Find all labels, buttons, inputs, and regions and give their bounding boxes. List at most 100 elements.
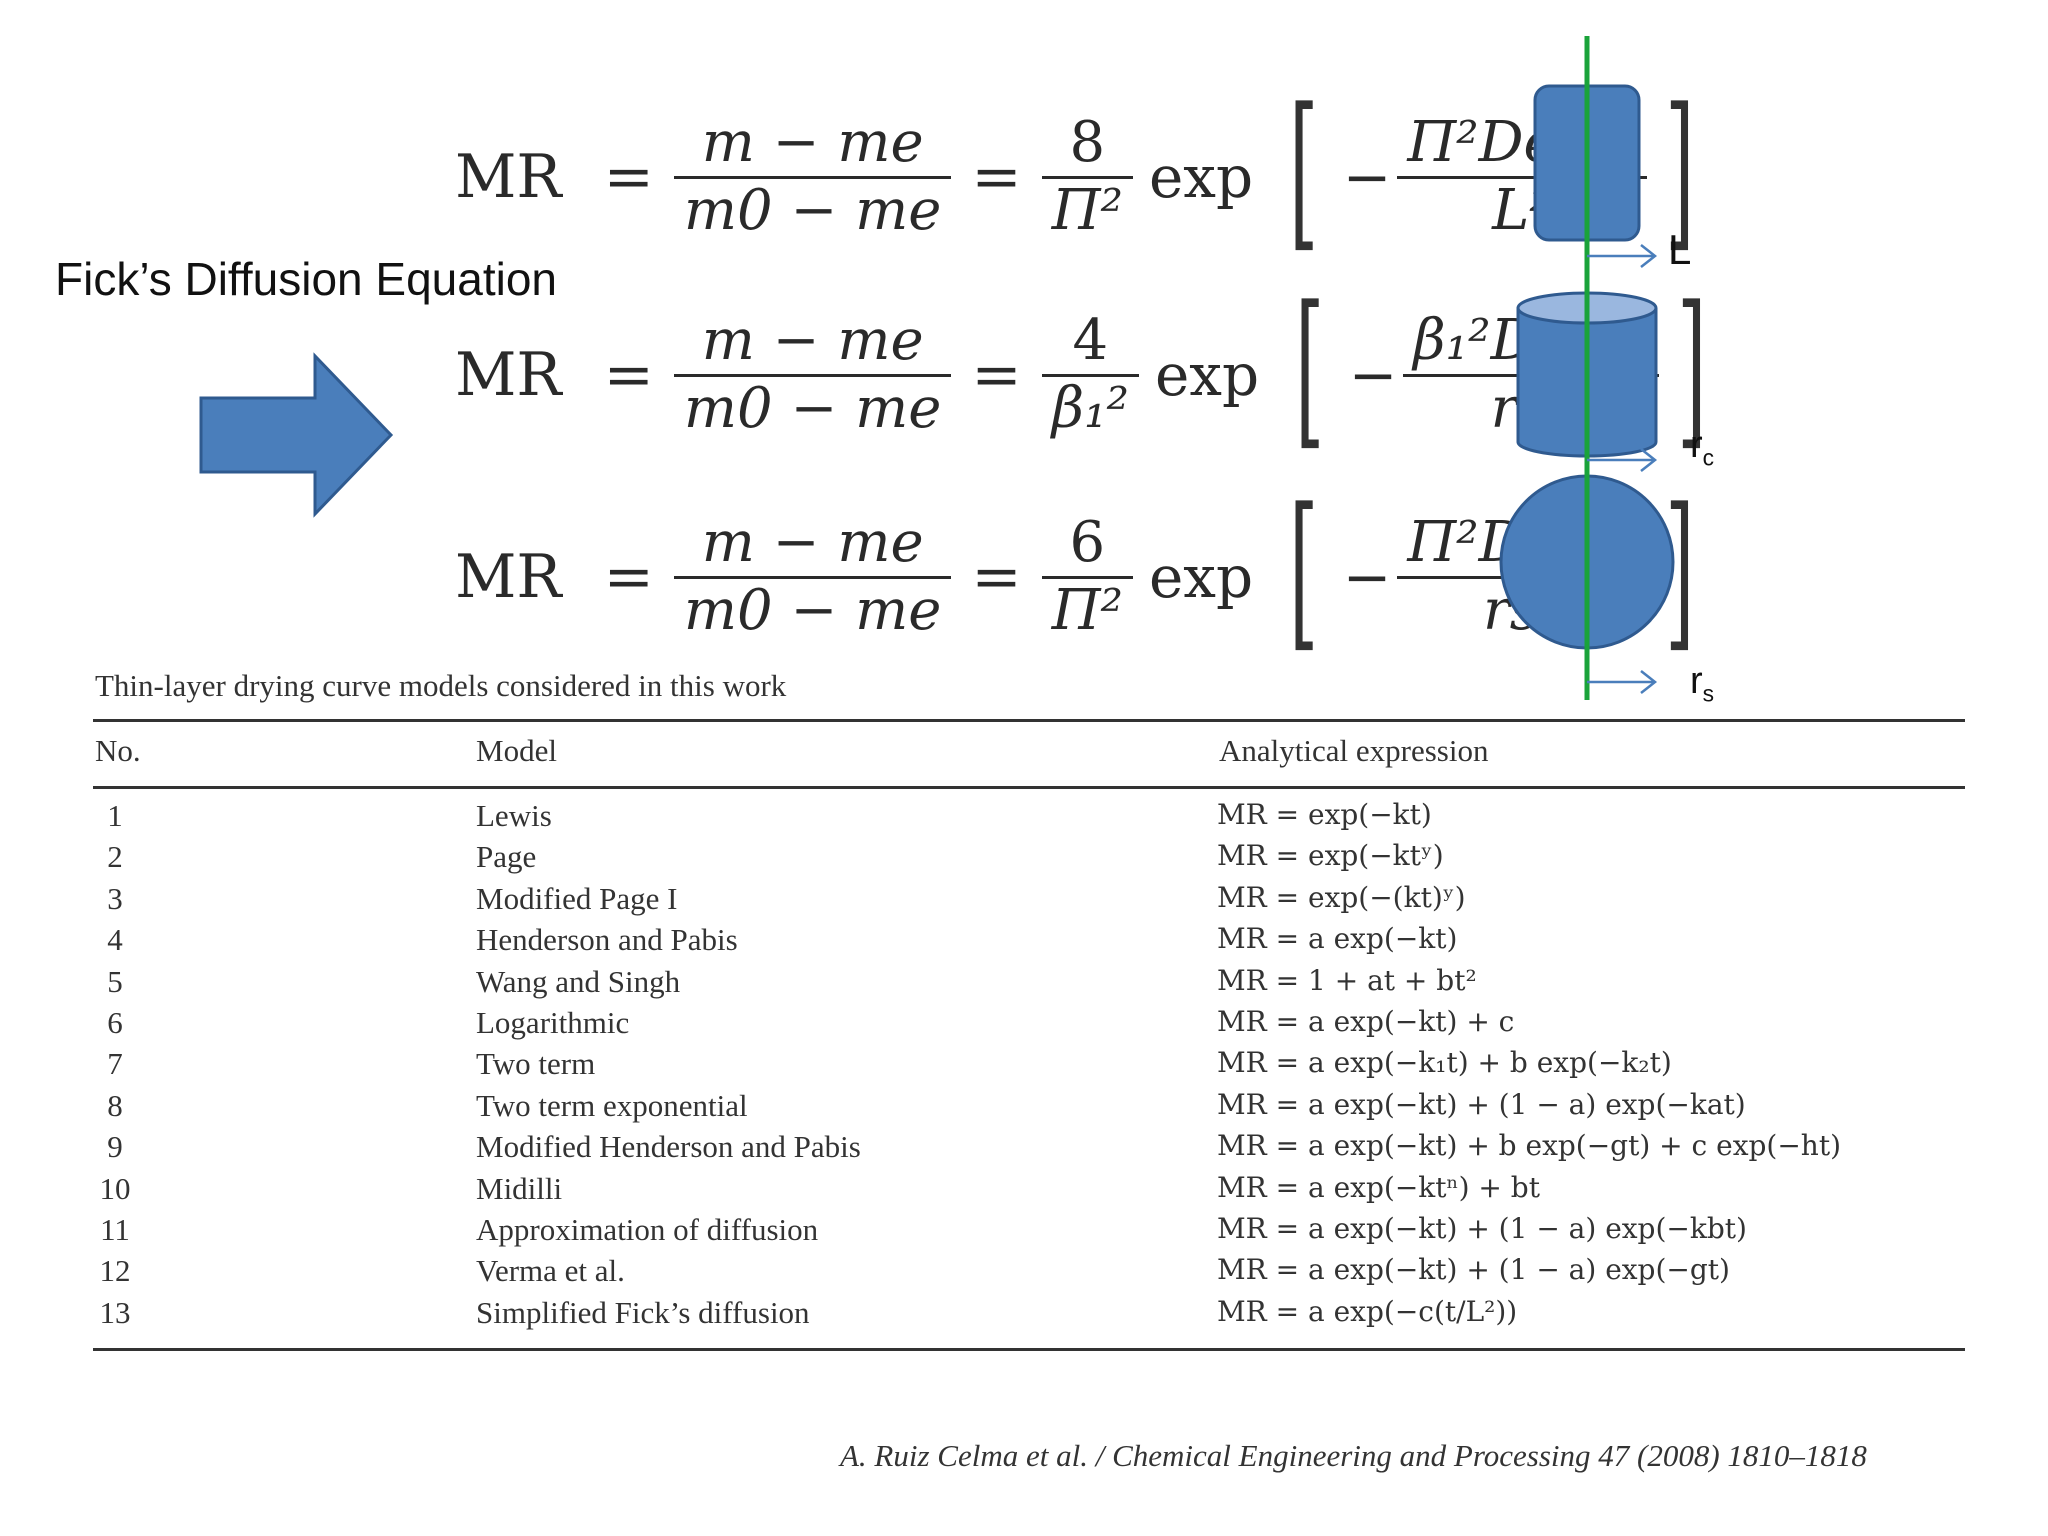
- minus-sign: −: [1342, 543, 1392, 611]
- row-number: 10: [99, 1170, 131, 1206]
- coefficient-denominator: β₁²: [1051, 375, 1129, 441]
- fraction-bar: [673, 373, 952, 377]
- equals-sign: =: [603, 142, 654, 212]
- equals-sign: =: [603, 542, 654, 612]
- row-number: 6: [107, 1004, 123, 1040]
- row-number: 5: [107, 963, 123, 999]
- left-bracket: [: [1289, 72, 1319, 268]
- equation-lhs: MR: [455, 142, 562, 212]
- equals-sign: =: [971, 542, 1022, 612]
- row-number: 1: [107, 798, 123, 833]
- table-row: 5 Wang and Singh MR = 1 + at + bt²: [0, 964, 2048, 1005]
- coefficient-denominator: Π²: [1051, 177, 1123, 243]
- header-model: Model: [476, 733, 557, 768]
- dimension-arrow-rs: [1587, 670, 1658, 694]
- fraction-numerator: m − me: [701, 308, 924, 374]
- analytical-expression: MR = a exp(−ktⁿ) + bt: [1217, 1170, 1540, 1204]
- right-arrow-icon: [199, 352, 394, 518]
- fraction-denominator: m0 − me: [683, 177, 942, 243]
- model-name: Two term exponential: [476, 1087, 748, 1123]
- row-number: 9: [107, 1129, 123, 1165]
- coefficient-denominator: Π²: [1051, 577, 1123, 643]
- right-bracket: ]: [1676, 270, 1707, 466]
- model-name: Logarithmic: [476, 1004, 630, 1040]
- model-name: Page: [476, 839, 537, 875]
- analytical-expression: MR = exp(−(kt)ʸ): [1217, 880, 1466, 914]
- fraction-bar: [1041, 373, 1139, 377]
- analytical-expression: MR = a exp(−kt) + b exp(−gt) + c exp(−ht…: [1217, 1129, 1841, 1163]
- coefficient-numerator: 8: [1069, 110, 1106, 176]
- row-number: 8: [107, 1087, 123, 1123]
- analytical-expression: MR = a exp(−kt) + (1 − a) exp(−gt): [1217, 1253, 1730, 1287]
- fraction-numerator: m − me: [701, 110, 924, 176]
- equation-lhs: MR: [455, 340, 562, 410]
- model-name: Verma et al.: [476, 1253, 625, 1289]
- header-no: No.: [95, 733, 141, 768]
- table-caption: Thin-layer drying curve models considere…: [95, 668, 787, 703]
- model-name: Approximation of diffusion: [476, 1211, 819, 1247]
- label-rc: rc: [1690, 424, 1715, 471]
- minus-sign: −: [1348, 341, 1398, 409]
- fraction-numerator: m − me: [701, 510, 924, 576]
- row-number: 11: [100, 1211, 130, 1247]
- table-row: 3 Modified Page I MR = exp(−(kt)ʸ): [0, 881, 2048, 922]
- dimension-arrow-L: [1587, 244, 1658, 268]
- analytical-expression: MR = exp(−ktʸ): [1217, 839, 1444, 873]
- row-number: 3: [107, 880, 123, 916]
- table-top-rule: [93, 719, 1965, 722]
- equals-sign: =: [603, 340, 654, 410]
- analytical-expression: MR = 1 + at + bt²: [1217, 963, 1477, 997]
- coefficient-numerator: 4: [1072, 308, 1109, 374]
- table-header-rule: [93, 786, 1965, 789]
- left-bracket: [: [1295, 270, 1325, 466]
- fraction-bar: [673, 575, 952, 579]
- table-row: 6 Logarithmic MR = a exp(−kt) + c: [0, 1005, 2048, 1046]
- left-bracket: [: [1289, 472, 1319, 668]
- right-bracket: ]: [1664, 72, 1695, 268]
- citation: A. Ruiz Celma et al. / Chemical Engineer…: [840, 1438, 1867, 1473]
- model-name: Modified Henderson and Pabis: [476, 1129, 861, 1165]
- row-number: 2: [107, 839, 123, 875]
- model-name: Modified Page I: [476, 880, 678, 916]
- model-name: Wang and Singh: [476, 963, 681, 999]
- table-row: 9 Modified Henderson and Pabis MR = a exp(…: [0, 1129, 2048, 1170]
- fraction-denominator: m0 − me: [683, 577, 942, 643]
- analytical-expression: MR = a exp(−k₁t) + b exp(−k₂t): [1217, 1046, 1672, 1080]
- table-bottom-rule: [93, 1348, 1965, 1351]
- fraction-bar: [1397, 175, 1647, 179]
- fraction-bar: [673, 175, 952, 179]
- model-name: Two term: [476, 1046, 596, 1082]
- label-L: L: [1668, 226, 1692, 273]
- analytical-expression: MR = a exp(−c(t/L²)): [1217, 1294, 1518, 1328]
- exp-function: exp: [1148, 543, 1254, 611]
- row-number: 13: [99, 1294, 131, 1330]
- table-row: 10 Midilli MR = a exp(−ktⁿ) + bt: [0, 1171, 2048, 1212]
- analytical-expression: MR = exp(−kt): [1217, 798, 1432, 831]
- table-row: 2 Page MR = exp(−ktʸ): [0, 839, 2048, 880]
- fraction-denominator: m0 − me: [683, 375, 942, 441]
- coefficient-numerator: 6: [1069, 510, 1106, 576]
- table-row: 8 Two term exponential MR = a exp(−kt) + (…: [0, 1088, 2048, 1129]
- row-number: 7: [107, 1046, 123, 1082]
- model-name: Midilli: [476, 1170, 563, 1206]
- equals-sign: =: [971, 142, 1022, 212]
- analytical-expression: MR = a exp(−kt): [1217, 922, 1458, 956]
- exp-function: exp: [1148, 143, 1254, 211]
- row-number: 4: [107, 922, 123, 958]
- fraction-bar: [1041, 175, 1133, 179]
- fraction-bar: [1041, 575, 1133, 579]
- dimension-arrow-rc: [1587, 448, 1658, 472]
- analytical-expression: MR = a exp(−kt) + c: [1217, 1004, 1515, 1038]
- analytical-expression: MR = a exp(−kt) + (1 − a) exp(−kat): [1217, 1087, 1746, 1121]
